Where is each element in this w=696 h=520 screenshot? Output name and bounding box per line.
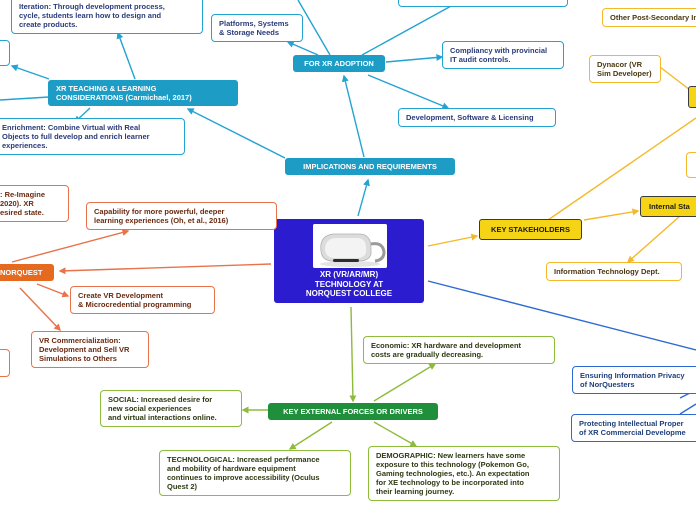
left-cut-node[interactable] [0,40,10,66]
internal-stakeholders-node[interactable]: Internal Sta [640,196,696,217]
right-cut-yellow-node[interactable] [686,152,696,178]
compliancy-node[interactable]: Compliancy with provincial IT audit cont… [442,41,564,69]
dynacor-node[interactable]: Dynacor (VR Sim Developer) [589,55,661,83]
implications-requirements-node[interactable]: IMPLICATIONS AND REQUIREMENTS [285,158,455,175]
create-vr-development-node[interactable]: Create VR Development & Microcredential … [70,286,215,314]
iteration-node[interactable]: Iteration: Through development process, … [11,0,203,34]
xr-teaching-learning-node[interactable]: XR TEACHING & LEARNING CONSIDERATIONS (C… [48,80,238,106]
top-cut-node[interactable] [398,0,568,7]
information-privacy-node[interactable]: Ensuring Information Privacy of NorQuest… [572,366,696,394]
other-post-secondary-node[interactable]: Other Post-Secondary Ins [602,8,696,27]
vr-headset-image [313,224,387,268]
intellectual-property-node[interactable]: Protecting Intellectual Proper of XR Com… [571,414,696,442]
demographic-node[interactable]: DEMOGRAPHIC: New learners have some expo… [368,446,560,501]
reimagine-node[interactable]: : Re-Imagine 2020). XR esired state. [0,185,69,222]
external-stakeholders-cut-node[interactable] [688,86,696,108]
xr-adoption-node[interactable]: FOR XR ADOPTION [293,55,385,72]
capability-node[interactable]: Capability for more powerful, deeper lea… [86,202,277,230]
technological-node[interactable]: TECHNOLOGICAL: Increased performance and… [159,450,351,496]
it-dept-node[interactable]: Information Technology Dept. [546,262,682,281]
vr-commercialization-node[interactable]: VR Commercialization: Development and Se… [31,331,149,368]
economic-node[interactable]: Economic: XR hardware and development co… [363,336,555,364]
external-forces-node[interactable]: KEY EXTERNAL FORCES OR DRIVERS [268,403,438,420]
key-stakeholders-node[interactable]: KEY STAKEHOLDERS [479,219,582,240]
norquest-node[interactable]: NORQUEST [0,264,54,281]
platforms-systems-node[interactable]: Platforms, Systems & Storage Needs [211,14,303,42]
development-licensing-node[interactable]: Development, Software & Licensing [398,108,556,127]
left-cut-orange-node[interactable] [0,349,10,377]
social-node[interactable]: SOCIAL: Increased desire for new social … [100,390,242,427]
vr-headset-icon [313,224,387,268]
enrichment-node[interactable]: Enrichment: Combine Virtual with Real Ob… [0,118,185,155]
center-topic-node[interactable]: XR (VR/AR/MR) TECHNOLOGY AT NORQUEST COL… [274,219,424,303]
center-topic-title: XR (VR/AR/MR) TECHNOLOGY AT NORQUEST COL… [274,270,424,299]
